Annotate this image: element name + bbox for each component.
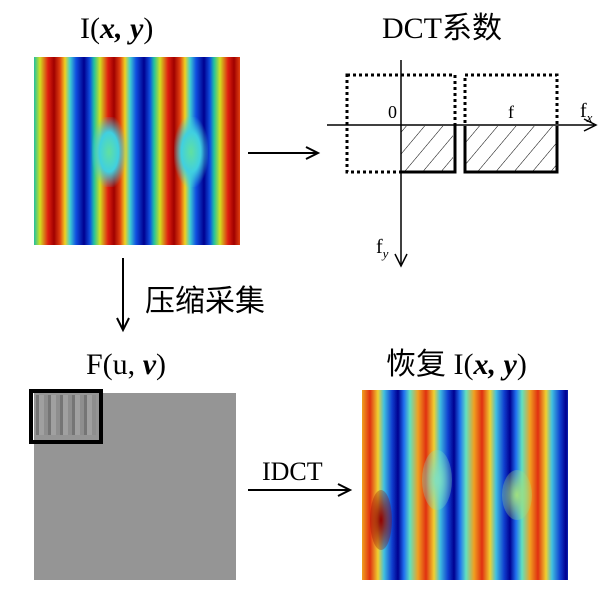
title-dct: DCT系数 <box>382 12 502 45</box>
arrow-idct <box>248 483 353 497</box>
origin-label: 0 <box>388 102 397 122</box>
title-original: I(x, y) <box>80 12 154 45</box>
fx-label: fx <box>580 100 593 125</box>
arrow-right-top <box>248 146 321 160</box>
title-measured: F(u, v) <box>86 348 167 381</box>
hatched-region-low <box>401 126 453 172</box>
idct-label: IDCT <box>262 457 323 486</box>
fy-label: fy <box>376 236 389 261</box>
freq-label: f <box>508 102 514 122</box>
sample-region-box <box>29 389 103 444</box>
arrow-down <box>116 258 130 333</box>
recovered-image <box>362 390 568 580</box>
hatched-region-high <box>465 126 557 172</box>
compress-label: 压缩采集 <box>145 285 265 318</box>
measured-image <box>34 393 236 580</box>
original-image <box>34 57 240 245</box>
title-recovered: 恢复 I(x, y) <box>386 348 527 381</box>
